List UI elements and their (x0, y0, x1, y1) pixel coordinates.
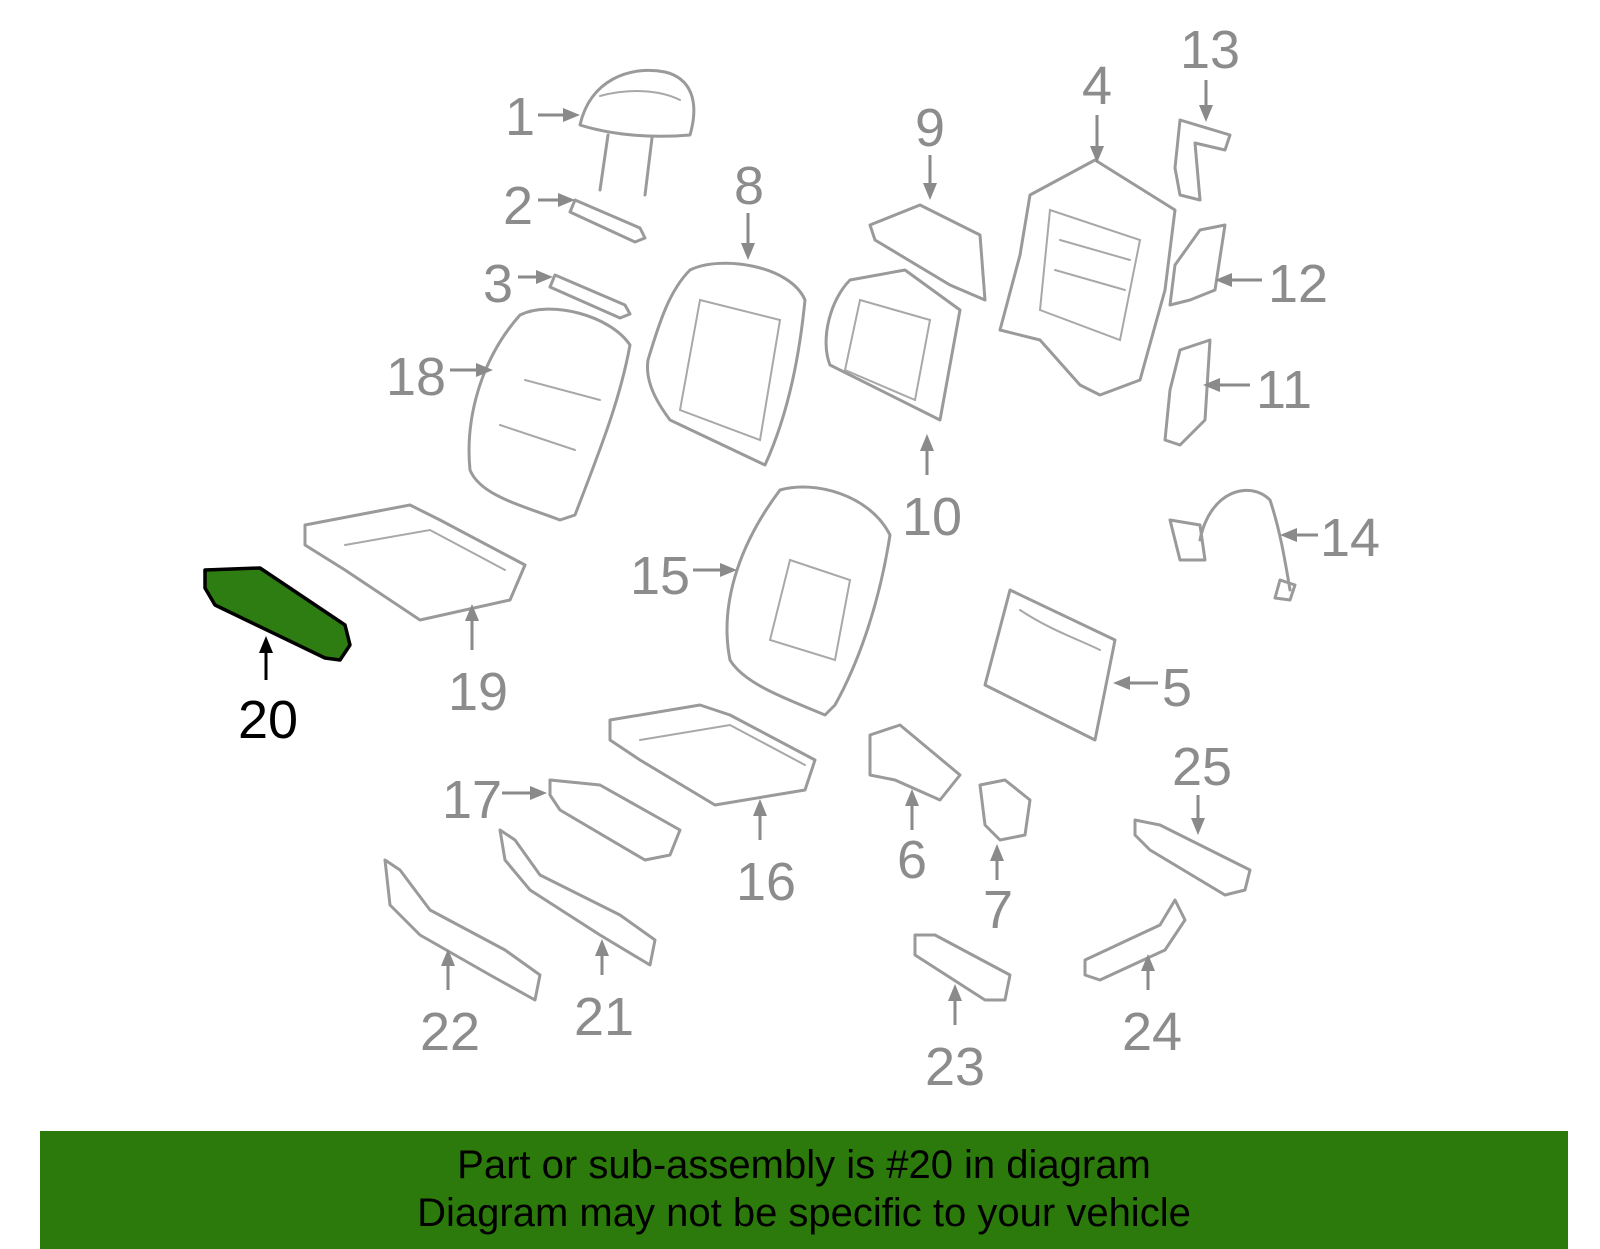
part-23-trim[interactable] (913, 933, 1012, 1002)
part-12-motor[interactable] (1168, 223, 1227, 307)
callout-15: 15 (630, 546, 690, 606)
callout-11: 11 (1256, 360, 1312, 420)
part-2-guide[interactable] (568, 198, 647, 244)
part-13-bracket[interactable] (1173, 118, 1232, 202)
parts-diagram: 1 2 3 18 8 9 10 4 13 12 11 14 5 15 19 17… (203, 20, 1380, 1097)
callout-22: 22 (420, 1002, 480, 1062)
callout-6: 6 (897, 830, 927, 890)
info-banner: Part or sub-assembly is #20 in diagram D… (40, 1131, 1568, 1249)
part-1-headrest[interactable] (578, 68, 696, 197)
part-4-frame[interactable] (998, 158, 1177, 397)
callout-labels: 1 2 3 18 8 9 10 4 13 12 11 14 5 15 19 17… (238, 20, 1380, 1097)
callout-8: 8 (734, 156, 764, 216)
part-21-side-trim[interactable] (498, 828, 657, 967)
callout-2: 2 (503, 176, 533, 236)
callout-5: 5 (1162, 658, 1192, 718)
part-8-backrest-pad[interactable] (645, 261, 807, 467)
callout-10: 10 (902, 487, 962, 547)
callout-20: 20 (238, 690, 298, 750)
part-24-trim[interactable] (1083, 898, 1187, 982)
part-10-back-panel[interactable] (824, 268, 962, 422)
part-11-recliner[interactable] (1163, 338, 1212, 447)
callout-16: 16 (736, 852, 796, 912)
part-25-trim[interactable] (1133, 818, 1252, 897)
part-15-backrest-assembly[interactable] (725, 485, 892, 717)
part-7-switch[interactable] (978, 778, 1032, 842)
part-3-guide[interactable] (548, 273, 632, 320)
callout-9: 9 (915, 98, 945, 158)
callout-18: 18 (386, 347, 446, 407)
part-16-seat-cushion[interactable] (608, 703, 817, 807)
part-17-pad[interactable] (548, 778, 682, 862)
banner-line-part: Part or sub-assembly is #20 in diagram (457, 1143, 1151, 1187)
callout-arrows (259, 80, 1318, 1025)
callout-25: 25 (1172, 737, 1232, 797)
part-5-panel[interactable] (983, 588, 1117, 742)
banner-line-disclaimer: Diagram may not be specific to your vehi… (417, 1191, 1191, 1235)
callout-1: 1 (505, 87, 535, 147)
callout-24: 24 (1122, 1002, 1182, 1062)
callout-14: 14 (1320, 508, 1380, 568)
part-9-upper-panel[interactable] (868, 203, 987, 302)
callout-3: 3 (483, 254, 513, 314)
callout-21: 21 (574, 987, 634, 1047)
part-22-side-trim[interactable] (383, 858, 542, 1002)
part-6-control[interactable] (868, 723, 962, 802)
callout-23: 23 (925, 1037, 985, 1097)
part-19-cushion[interactable] (303, 503, 527, 622)
callout-12: 12 (1268, 254, 1328, 314)
part-14-harness[interactable] (1168, 489, 1297, 602)
callout-7: 7 (983, 880, 1013, 940)
part-20-highlighted-pad[interactable] (203, 566, 352, 662)
callout-13: 13 (1180, 20, 1240, 80)
part-18-backrest-cover[interactable] (467, 307, 632, 522)
callout-19: 19 (448, 662, 508, 722)
callout-17: 17 (442, 770, 502, 830)
callout-4: 4 (1082, 56, 1112, 116)
